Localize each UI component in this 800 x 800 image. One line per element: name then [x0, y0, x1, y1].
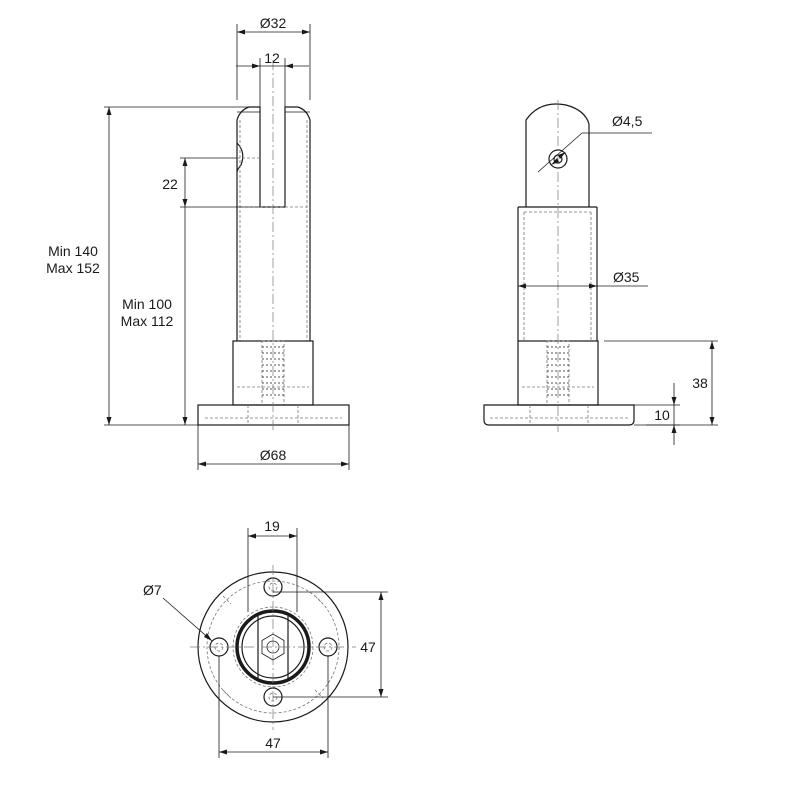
side-view [483, 100, 635, 432]
front-pin [236, 142, 244, 173]
top-dimensions: 19 Ø7 47 47 [143, 518, 388, 758]
dim-slot-width: 12 [264, 50, 280, 66]
dim-slot-spacing: 19 [264, 518, 280, 534]
dim-mount-hole: Ø7 [143, 582, 162, 598]
dim-tube-diameter: Ø35 [613, 269, 640, 285]
front-tube-left-edge [236, 106, 250, 341]
front-view [197, 60, 350, 432]
dim-pin-hole: Ø4,5 [612, 113, 643, 129]
front-slot [249, 106, 298, 208]
dim-base-thickness: 10 [654, 407, 670, 423]
dim-collar-height: 38 [692, 375, 708, 391]
dim-total-height-max: Max 152 [46, 260, 100, 276]
top-view [190, 565, 356, 730]
side-dimensions: Ø4,5 Ø35 38 10 [518, 113, 718, 445]
dim-hole-spacing-horizontal: 47 [265, 735, 281, 751]
dim-total-height-min: Min 140 [48, 243, 98, 259]
side-dome [525, 103, 590, 207]
dim-hole-spacing-vertical: 47 [360, 639, 376, 655]
front-base-plate [197, 404, 350, 426]
dim-post-height-max: Max 112 [121, 313, 174, 329]
dim-slot-depth: 22 [162, 176, 178, 192]
front-dimensions: Ø32 12 22 Min 140 Max 152 Min 100 Max 11… [46, 15, 350, 470]
dim-top-diameter: Ø32 [260, 15, 287, 31]
dim-post-height-min: Min 100 [122, 296, 172, 312]
front-tube-right-edge [297, 106, 311, 341]
side-base-plate [483, 404, 635, 426]
dim-base-diameter: Ø68 [260, 447, 287, 463]
